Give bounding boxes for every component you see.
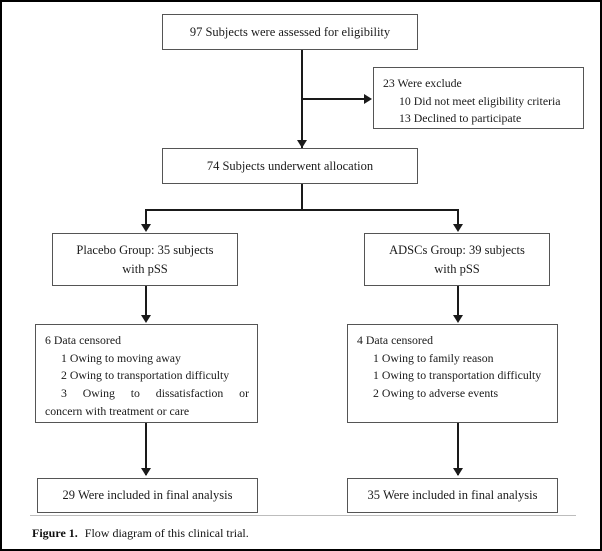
arrowhead-into-allocation	[296, 140, 307, 148]
excluded-item-1: 13 Declined to participate	[399, 111, 522, 126]
arrowhead-into-placebo-censored	[140, 315, 151, 323]
node-assessed-for-eligibility: 97 Subjects were assessed for eligibilit…	[162, 14, 418, 50]
placebo-censored-item-2: 3 Owing to dissatisfaction or concern wi…	[45, 385, 249, 420]
node-allocation-label: 74 Subjects underwent allocation	[206, 158, 374, 173]
connector-placebo-censored-to-final	[145, 423, 147, 475]
connector-adscs-group-to-censored	[457, 286, 459, 321]
placebo-final-label: 29 Were included in final analysis	[62, 488, 233, 503]
placebo-censored-item-2-lead: 3 Owing to dissatisfaction or	[61, 386, 249, 401]
adscs-censored-item-2: 2 Owing to adverse events	[373, 386, 499, 401]
node-adscs-censored: 4 Data censored 1 Owing to family reason…	[347, 324, 558, 423]
arrowhead-into-placebo-group	[140, 224, 151, 232]
adscs-group-line-1: ADSCs Group: 39 subjects	[389, 243, 525, 258]
arrowhead-into-adscs-group	[452, 224, 463, 232]
node-assessed-label: 97 Subjects were assessed for eligibilit…	[189, 24, 391, 39]
arrowhead-into-adscs-censored	[452, 315, 463, 323]
excluded-item-0: 10 Did not meet eligibility criteria	[399, 93, 561, 108]
connector-split-right	[457, 209, 459, 230]
adscs-censored-item-1: 1 Owing to transportation difficulty	[373, 368, 542, 383]
connector-placebo-group-to-censored	[145, 286, 147, 321]
connector-to-excluded	[301, 98, 366, 100]
connector-allocation-split-bar	[145, 209, 458, 211]
adscs-censored-head: 4 Data censored	[357, 333, 433, 347]
arrowhead-into-adscs-final	[452, 468, 463, 476]
node-placebo-censored: 6 Data censored 1 Owing to moving away 2…	[35, 324, 258, 423]
arrowhead-into-placebo-final	[140, 468, 151, 476]
figure-caption-label: Figure 1.	[32, 526, 78, 540]
placebo-censored-item-1: 2 Owing to transportation difficulty	[61, 368, 230, 383]
connector-adscs-censored-to-final	[457, 423, 459, 475]
placebo-censored-item-2-tail: concern with treatment or care	[45, 403, 190, 418]
node-placebo-final-analysis: 29 Were included in final analysis	[37, 478, 258, 513]
node-adscs-group: ADSCs Group: 39 subjects with pSS	[364, 233, 550, 286]
adscs-final-label: 35 Were included in final analysis	[367, 488, 538, 503]
figure-caption-text: Flow diagram of this clinical trial.	[84, 526, 249, 540]
connector-allocation-stem	[301, 184, 303, 210]
arrowhead-into-excluded	[364, 94, 372, 104]
node-adscs-final-analysis: 35 Were included in final analysis	[347, 478, 558, 513]
node-placebo-group: Placebo Group: 35 subjects with pSS	[52, 233, 238, 286]
node-allocation: 74 Subjects underwent allocation	[162, 148, 418, 184]
node-excluded: 23 Were exclude 10 Did not meet eligibil…	[373, 67, 584, 129]
connector-split-left	[145, 209, 147, 230]
adscs-censored-item-0: 1 Owing to family reason	[373, 350, 494, 365]
placebo-censored-head: 6 Data censored	[45, 333, 121, 347]
adscs-group-line-2: with pSS	[434, 261, 480, 276]
placebo-group-line-2: with pSS	[122, 261, 168, 276]
placebo-group-line-1: Placebo Group: 35 subjects	[76, 243, 214, 258]
placebo-censored-item-0: 1 Owing to moving away	[61, 350, 181, 365]
excluded-head: 23 Were exclude	[383, 76, 462, 90]
figure-caption: Figure 1. Flow diagram of this clinical t…	[32, 526, 249, 541]
caption-divider	[30, 515, 576, 516]
